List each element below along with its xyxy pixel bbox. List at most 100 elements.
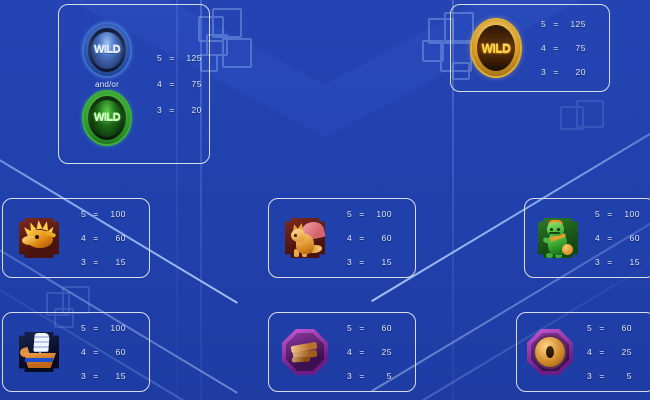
pay-count: 4 (595, 233, 601, 243)
symbol-group (11, 214, 67, 262)
paytable-panel-wild-gold[interactable]: WILD 5 = 125 4 = 75 3 = 20 (450, 4, 610, 92)
pay-value: 100 (110, 209, 126, 219)
pay-count: 4 (157, 79, 163, 89)
pay-count: 3 (595, 257, 601, 267)
pay-value: 100 (376, 209, 392, 219)
pay-equals: = (93, 371, 99, 381)
pay-value: 15 (629, 257, 640, 267)
pay-row: 3 = 15 (347, 257, 392, 267)
pay-count: 4 (347, 347, 353, 357)
pay-value: 60 (629, 233, 640, 243)
paytable-panel-wild-blue-green[interactable]: WILD and/or WILD 5 = 125 4 = 75 3 = 20 (58, 4, 210, 164)
pay-equals: = (553, 67, 559, 77)
symbol-group: WILD and/or WILD (65, 23, 149, 145)
symbol-group (277, 214, 333, 262)
pay-count: 3 (81, 257, 87, 267)
pay-equals: = (599, 323, 605, 333)
pay-count: 5 (587, 323, 593, 333)
pay-row: 3 = 15 (595, 257, 640, 267)
pay-equals: = (607, 233, 613, 243)
pay-value: 60 (621, 323, 632, 333)
pay-row: 4 = 60 (595, 233, 640, 243)
symbol-group (11, 328, 67, 376)
pay-row: 3 = 15 (81, 257, 126, 267)
pay-value: 125 (570, 19, 586, 29)
pay-equals: = (553, 43, 559, 53)
pay-equals: = (93, 209, 99, 219)
symbol-group (531, 214, 585, 262)
pay-count: 5 (347, 323, 353, 333)
paytable-panel-dragon[interactable]: 5 = 100 4 = 60 3 = 15 (2, 198, 150, 278)
pay-row: 4 = 75 (541, 43, 586, 53)
symbol-group: WILD (457, 19, 535, 77)
pay-count: 3 (587, 371, 593, 381)
pay-list: 5 = 125 4 = 75 3 = 20 (157, 53, 202, 115)
pay-value: 60 (115, 233, 126, 243)
pay-equals: = (169, 79, 175, 89)
pay-row: 5 = 125 (157, 53, 202, 63)
pay-row: 4 = 25 (587, 347, 632, 357)
pay-count: 4 (587, 347, 593, 357)
paytable-panel-scroll[interactable]: 5 = 60 4 = 25 3 = 5 (268, 312, 416, 392)
pay-count: 4 (81, 347, 87, 357)
pay-equals: = (169, 53, 175, 63)
wild-label: WILD (93, 44, 121, 56)
pay-equals: = (359, 347, 365, 357)
pay-row: 4 = 60 (347, 233, 392, 243)
pay-equals: = (599, 347, 605, 357)
pay-value: 75 (191, 79, 202, 89)
pay-equals: = (93, 257, 99, 267)
and-or-label: and/or (95, 80, 119, 89)
pay-row: 4 = 25 (347, 347, 392, 357)
pay-value: 100 (624, 209, 640, 219)
pay-count: 4 (81, 233, 87, 243)
grid-motif (560, 100, 610, 146)
sailing-ship-icon (15, 328, 63, 376)
pay-row: 5 = 100 (81, 323, 126, 333)
wild-green-medallion-icon: WILD (80, 91, 134, 145)
pay-row: 3 = 5 (587, 371, 632, 381)
pay-value: 15 (381, 257, 392, 267)
pay-row: 5 = 60 (587, 323, 632, 333)
pay-row: 5 = 60 (347, 323, 392, 333)
pay-list: 5 = 100 4 = 60 3 = 15 (81, 209, 126, 267)
pay-equals: = (359, 233, 365, 243)
wild-label: WILD (93, 112, 121, 124)
pay-row: 4 = 60 (81, 347, 126, 357)
pay-value: 60 (115, 347, 126, 357)
pay-list: 5 = 100 4 = 60 3 = 15 (81, 323, 126, 381)
pay-list: 5 = 60 4 = 25 3 = 5 (347, 323, 392, 381)
pay-count: 5 (595, 209, 601, 219)
pay-count: 5 (541, 19, 547, 29)
pay-value: 5 (386, 371, 392, 381)
pay-row: 3 = 15 (81, 371, 126, 381)
pay-equals: = (359, 371, 365, 381)
pay-count: 4 (541, 43, 547, 53)
pay-equals: = (93, 323, 99, 333)
pay-row: 3 = 20 (157, 105, 202, 115)
paytable-panel-lizard[interactable]: 5 = 100 4 = 60 3 = 15 (524, 198, 650, 278)
green-lizard-creature-icon (534, 214, 582, 262)
paytable-panel-fox[interactable]: 5 = 100 4 = 60 3 = 15 (268, 198, 416, 278)
pay-row: 5 = 100 (595, 209, 640, 219)
pay-value: 20 (191, 105, 202, 115)
pay-count: 4 (347, 233, 353, 243)
pay-row: 5 = 125 (541, 19, 586, 29)
symbol-group (277, 329, 333, 375)
golden-dragon-head-icon (15, 214, 63, 262)
pay-count: 3 (541, 67, 547, 77)
pay-value: 20 (575, 67, 586, 77)
wild-blue-medallion-icon: WILD (80, 23, 134, 77)
pay-equals: = (359, 257, 365, 267)
pay-count: 3 (81, 371, 87, 381)
pay-equals: = (607, 257, 613, 267)
paytable-panel-ship[interactable]: 5 = 100 4 = 60 3 = 15 (2, 312, 150, 392)
pay-value: 25 (621, 347, 632, 357)
pay-value: 60 (381, 233, 392, 243)
gold-coin-icon: 1 (527, 329, 573, 375)
pay-value: 60 (381, 323, 392, 333)
pay-count: 5 (81, 209, 87, 219)
winged-fox-icon (281, 214, 329, 262)
paytable-panel-coin[interactable]: 1 5 = 60 4 = 25 3 = 5 (516, 312, 650, 392)
